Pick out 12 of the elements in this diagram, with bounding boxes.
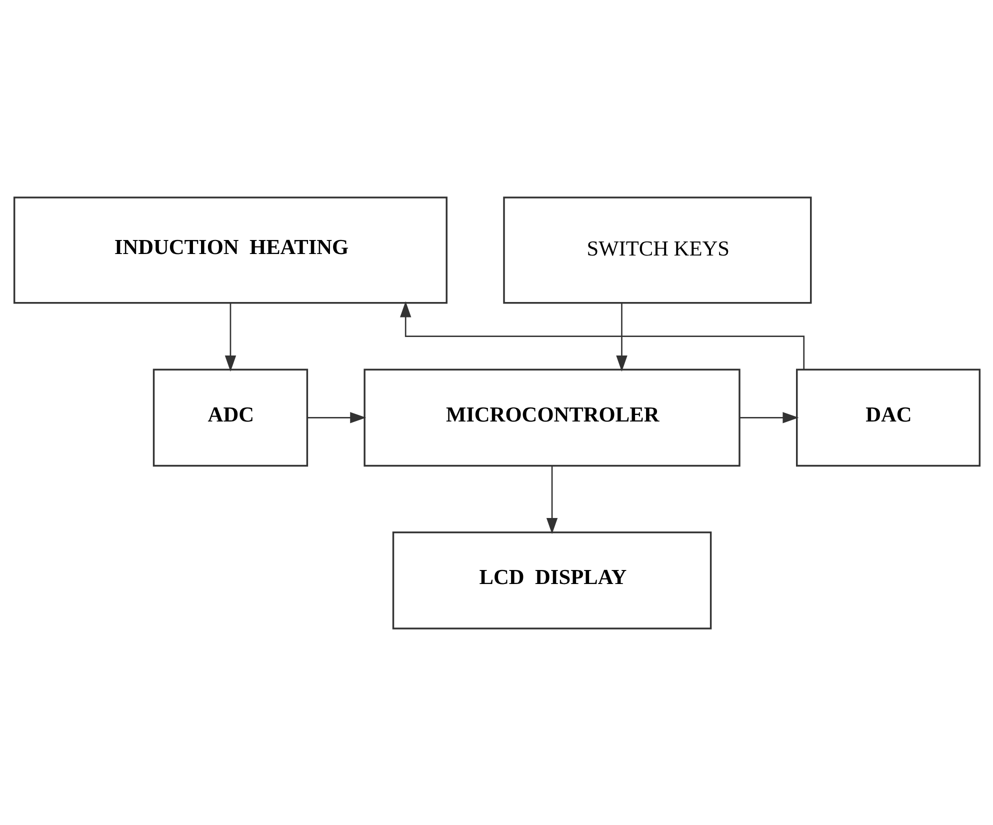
node-box: SWITCH KEYS — [502, 196, 812, 304]
arrow — [616, 302, 627, 372]
arrow — [307, 412, 366, 423]
node-box: INDUCTION HEATING — [12, 196, 447, 304]
arrow — [224, 302, 236, 372]
arrow — [546, 466, 558, 534]
node-box: LCD DISPLAY — [392, 531, 712, 629]
node-box: MICROCONTROLER — [363, 368, 740, 466]
arrow — [739, 412, 798, 423]
arrow — [400, 300, 804, 369]
node-box: DAC — [796, 368, 980, 466]
node-box: ADC — [152, 368, 308, 466]
